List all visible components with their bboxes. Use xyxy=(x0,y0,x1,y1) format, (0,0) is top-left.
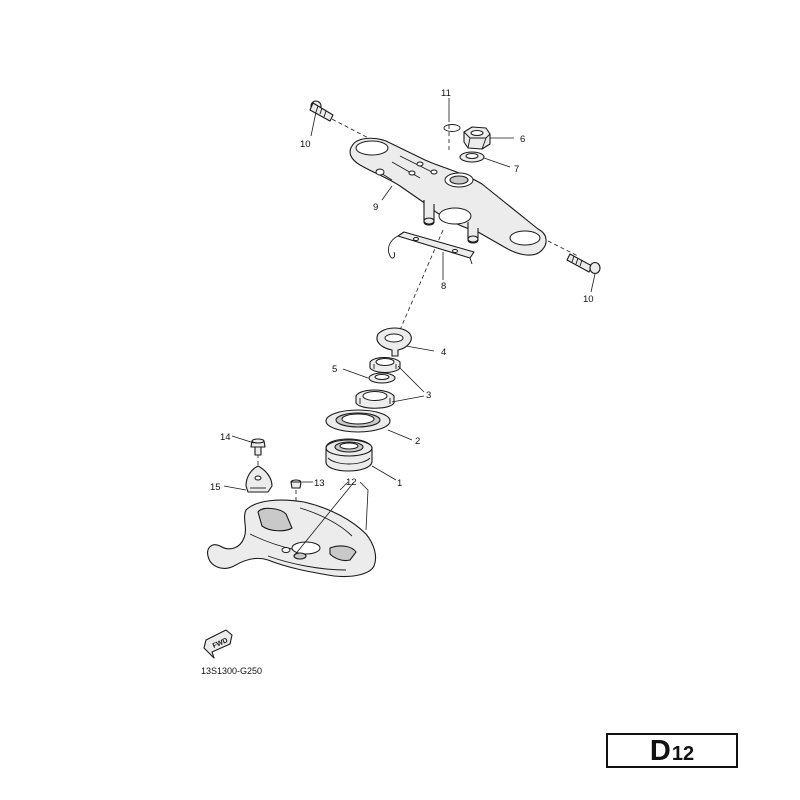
part-13-screw xyxy=(290,479,302,489)
callout-7: 7 xyxy=(514,164,519,175)
part-3-ring-nut-upper xyxy=(369,356,401,374)
fwd-arrow-icon: FWD xyxy=(203,629,233,659)
callout-15: 15 xyxy=(210,482,221,493)
part-11-o-ring xyxy=(443,124,461,132)
callout-14: 14 xyxy=(220,432,231,443)
callout-2: 2 xyxy=(415,436,420,447)
callout-12: 12 xyxy=(346,477,357,488)
callout-11: 11 xyxy=(441,88,451,99)
callout-10-left: 10 xyxy=(300,139,311,150)
callout-1: 1 xyxy=(397,478,402,489)
part-10-bolt-right xyxy=(566,253,601,275)
part-4-lock-washer xyxy=(376,327,412,357)
callout-4: 4 xyxy=(441,347,446,358)
callout-9: 9 xyxy=(373,202,378,213)
part-6-nut xyxy=(463,126,491,150)
leader-lines xyxy=(223,98,596,557)
page-reference-box: D 12 xyxy=(606,733,738,768)
part-15-clamp xyxy=(245,465,273,493)
callout-6: 6 xyxy=(520,134,525,145)
page-ref-number: 12 xyxy=(671,743,695,765)
part-9-upper-bracket xyxy=(349,137,547,256)
part-5-washer xyxy=(368,372,396,384)
part-1-bearing xyxy=(325,438,373,472)
part-10-bolt-left xyxy=(309,100,334,122)
diagram-code: 13S1300-G250 xyxy=(201,666,262,676)
part-14-bolt xyxy=(250,438,266,456)
part-3-ring-nut-lower xyxy=(355,389,395,409)
part-2-dust-seal xyxy=(325,409,391,433)
callout-13: 13 xyxy=(314,478,325,489)
part-12-lower-cover xyxy=(207,499,377,578)
callout-3: 3 xyxy=(426,390,431,401)
callout-labels: 11 6 7 10 9 10 8 4 5 3 2 1 14 15 13 12 xyxy=(210,88,594,493)
callout-10-right: 10 xyxy=(583,294,594,305)
callout-5: 5 xyxy=(332,364,337,375)
page-ref-letter: D xyxy=(649,735,671,767)
part-7-washer xyxy=(459,151,485,163)
callout-8: 8 xyxy=(441,281,446,292)
part-8-bracket xyxy=(387,231,475,265)
